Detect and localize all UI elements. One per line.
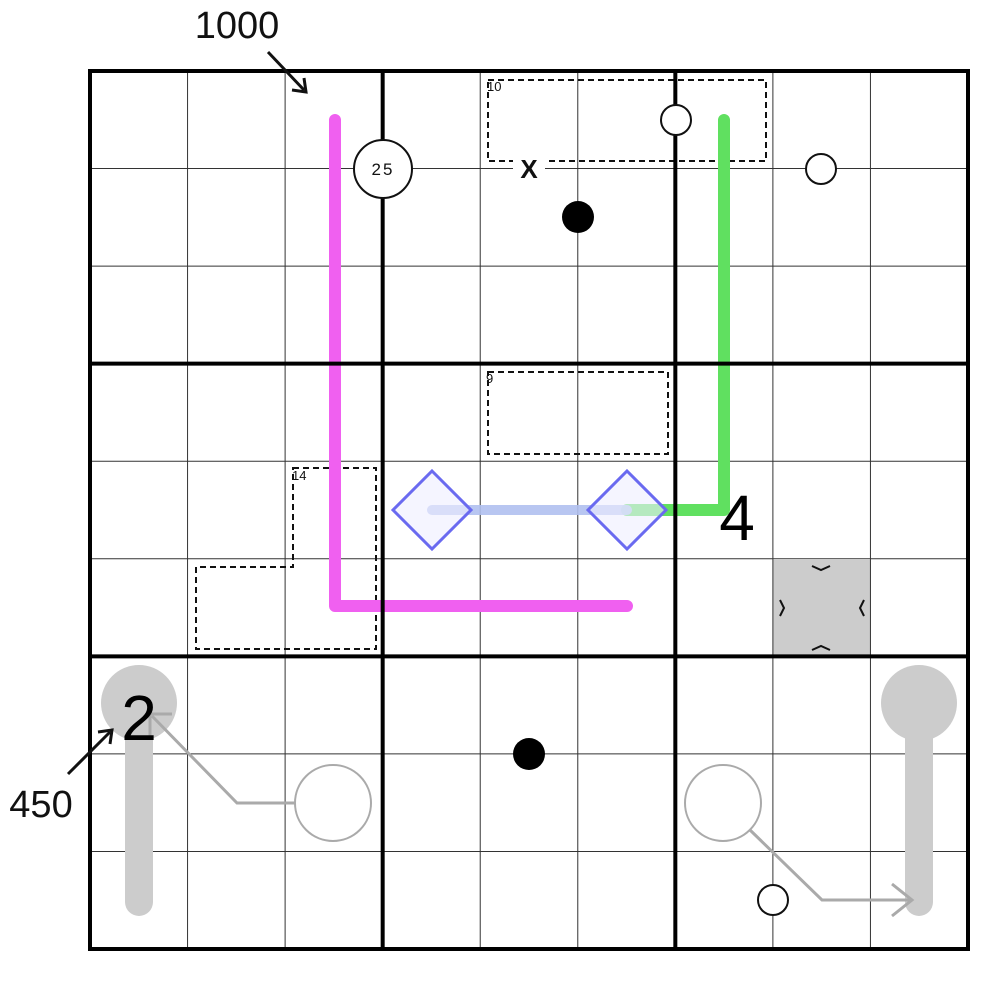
cell-r7c8[interactable]: [773, 656, 871, 754]
arrow-right-circle: [684, 764, 762, 842]
box-borders: [88, 69, 970, 951]
arrow-left-circle: [294, 764, 372, 842]
cell-r9c5[interactable]: [480, 851, 578, 949]
cell-r4c9[interactable]: [870, 364, 968, 462]
cell-r4c4[interactable]: [383, 364, 481, 462]
cell-r5c1[interactable]: [90, 461, 188, 559]
quadruple-circle: [353, 139, 413, 199]
cell-r3c9[interactable]: [870, 266, 968, 364]
thermo-right-bulb: [881, 665, 957, 741]
cell-r3c8[interactable]: [773, 266, 871, 364]
given-digit-r5c7: 4: [719, 482, 755, 554]
arrow-left-line: [150, 714, 295, 805]
quadruple-label: 25: [372, 160, 395, 179]
outside-clue-top: 1000: [195, 5, 280, 47]
cell-r1c1[interactable]: [90, 71, 188, 169]
given-digits: 4 2: [121, 482, 755, 754]
cell-r2c1[interactable]: [90, 169, 188, 267]
cell-r9c3[interactable]: [285, 851, 383, 949]
outside-arrow-top-line: [266, 50, 306, 92]
cell-r2c9[interactable]: [870, 169, 968, 267]
cage-14-label: 14: [292, 468, 306, 483]
arrow-left-head: [148, 712, 172, 736]
x-mark: X: [520, 154, 538, 184]
cell-r7c7[interactable]: [675, 656, 773, 754]
black-dot: [513, 738, 545, 770]
outside-arrow-left-head: [97, 728, 114, 745]
white-dot: [805, 153, 837, 185]
cell-r5c8[interactable]: [773, 461, 871, 559]
arrow-clues: [148, 712, 915, 918]
outside-arrow-top-head: [291, 77, 308, 94]
cell-r4c2[interactable]: [188, 364, 286, 462]
pink-line: [329, 114, 633, 612]
outside-clue-left: 450: [9, 784, 72, 826]
cell-r7c3[interactable]: [285, 656, 383, 754]
cell-r4c5[interactable]: [480, 364, 578, 462]
cell-r6c7[interactable]: [675, 559, 773, 657]
cell-r3c5[interactable]: [480, 266, 578, 364]
cell-r7c6[interactable]: [578, 656, 676, 754]
cell-r3c2[interactable]: [188, 266, 286, 364]
shaded-cell-chevrons: [779, 565, 865, 651]
cell-r6c9[interactable]: [870, 559, 968, 657]
shaded-cell: [773, 560, 870, 657]
cell-r9c4[interactable]: [383, 851, 481, 949]
cell-r9c6[interactable]: [578, 851, 676, 949]
chevron-right-icon: [779, 599, 786, 617]
given-digit-r7c1: 2: [121, 682, 157, 754]
black-dot: [562, 201, 594, 233]
cell-r3c4[interactable]: [383, 266, 481, 364]
cell-r5c9[interactable]: [870, 461, 968, 559]
diamond-right: [585, 468, 669, 552]
cell-r3c6[interactable]: [578, 266, 676, 364]
x-clue: X: [513, 153, 545, 185]
cage-10-label: 10: [487, 79, 501, 94]
quadruple-clue: 25: [353, 139, 413, 199]
chevron-down-icon: [811, 565, 831, 572]
cell-r3c1[interactable]: [90, 266, 188, 364]
chevron-up-icon: [811, 644, 831, 651]
cell-r1c9[interactable]: [870, 71, 968, 169]
outside-arrow-left-line: [66, 730, 112, 776]
cell-r6c8[interactable]: [773, 559, 871, 657]
arrow-right-line: [748, 828, 910, 902]
cell-r8c8[interactable]: [773, 754, 871, 852]
cell-r8c6[interactable]: [578, 754, 676, 852]
outside-clues: 1000 450: [9, 5, 308, 826]
cage-9-outline: [487, 371, 669, 455]
chevron-left-icon: [858, 599, 865, 617]
cell-r1c2[interactable]: [188, 71, 286, 169]
cell-r9c2[interactable]: [188, 851, 286, 949]
cell-r2c2[interactable]: [188, 169, 286, 267]
diamond-left: [390, 468, 474, 552]
white-dot: [757, 884, 789, 916]
cage-14-outline: [195, 467, 377, 650]
cage-9-label: 9: [486, 371, 493, 386]
white-dot: [660, 104, 692, 136]
cell-r5c2[interactable]: [188, 461, 286, 559]
diamond-markers: [390, 468, 669, 552]
cell-r7c4[interactable]: [383, 656, 481, 754]
dots: [513, 104, 837, 916]
cell-r4c1[interactable]: [90, 364, 188, 462]
cell-r4c6[interactable]: [578, 364, 676, 462]
cell-r6c2[interactable]: [188, 559, 286, 657]
cell-r8c4[interactable]: [383, 754, 481, 852]
cell-r4c8[interactable]: [773, 364, 871, 462]
arrow-right-head: [891, 882, 915, 918]
cell-r7c2[interactable]: [188, 656, 286, 754]
cell-r6c1[interactable]: [90, 559, 188, 657]
